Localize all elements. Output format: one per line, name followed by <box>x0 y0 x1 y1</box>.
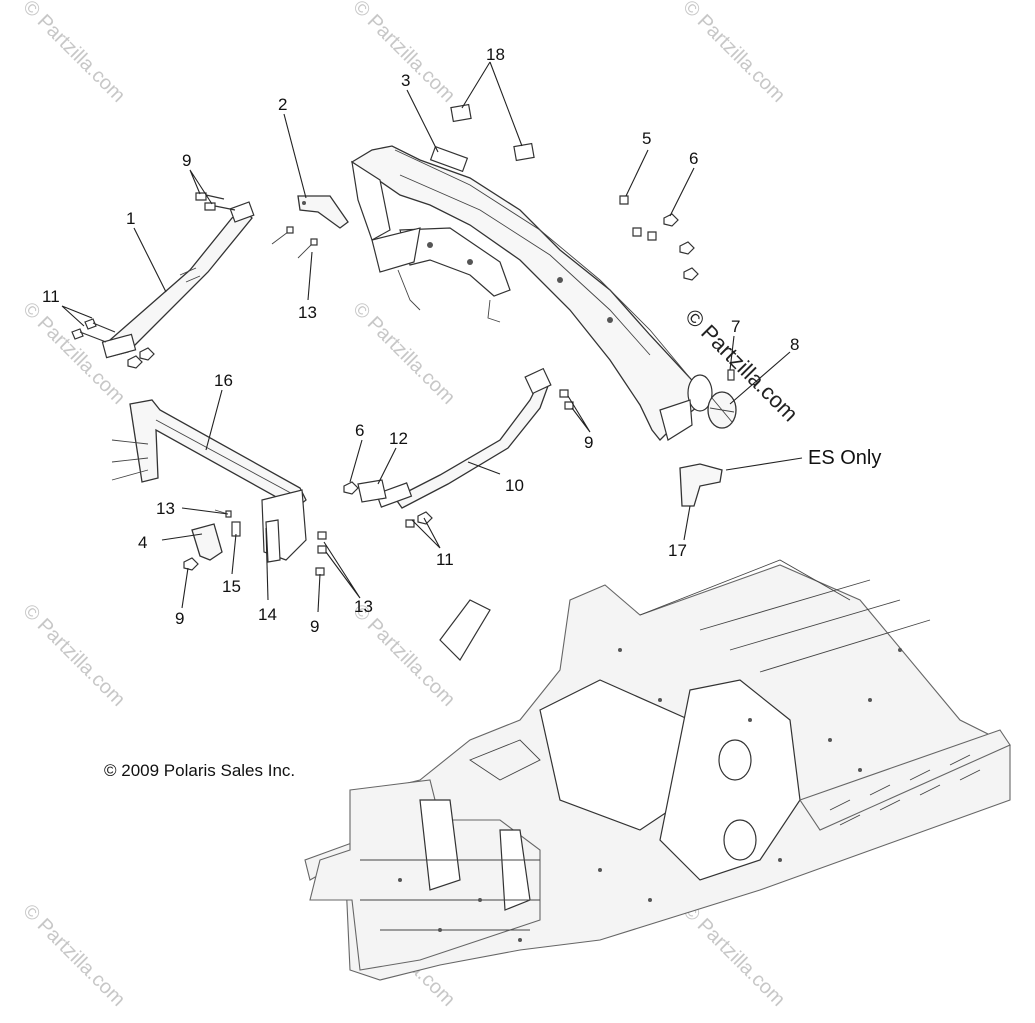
callout-14: 14 <box>258 605 277 624</box>
bolts-9-right <box>559 389 574 410</box>
bolts-11-upper <box>71 318 155 369</box>
es-only-label: ES Only <box>808 447 881 469</box>
bolts-5 <box>619 195 657 241</box>
watermark: © Partzilla.com <box>678 900 789 1011</box>
callout-9-right: 9 <box>584 433 593 452</box>
callout-6-upper: 6 <box>689 149 698 168</box>
part-7-8 <box>707 369 737 429</box>
bolts-9-upper <box>195 192 236 211</box>
callout-11-lower: 11 <box>436 550 454 569</box>
callout-13-right: 13 <box>354 597 373 616</box>
callout-2: 2 <box>278 95 287 114</box>
fasteners-lower-left <box>183 509 327 576</box>
callout-1: 1 <box>126 209 135 228</box>
callout-9-lower-left: 9 <box>175 609 184 628</box>
watermark: © Partzilla.com <box>348 600 459 711</box>
callout-18: 18 <box>486 45 505 64</box>
callout-8: 8 <box>790 335 799 354</box>
watermark: © Partzilla.com <box>18 0 129 107</box>
callout-3: 3 <box>401 71 410 90</box>
callout-4: 4 <box>138 533 147 552</box>
chassis-reference <box>304 559 1011 981</box>
part-14-plate <box>265 519 281 563</box>
callout-10: 10 <box>505 476 524 495</box>
watermark: © Partzilla.com <box>18 900 129 1011</box>
part-1-brace <box>101 201 255 359</box>
callout-9-lower-right: 9 <box>310 617 319 636</box>
part-3-frame <box>350 145 713 441</box>
bolts-11-lower <box>405 511 433 528</box>
watermark: © Partzilla.com <box>348 0 459 107</box>
callout-17: 17 <box>668 541 687 560</box>
callout-labels: 18 3 2 5 6 9 1 11 13 7 8 16 6 12 9 10 13… <box>42 45 881 780</box>
part-15-clip <box>231 521 241 537</box>
watermark: © Partzilla.com <box>18 600 129 711</box>
rivets-13-upper <box>271 226 318 259</box>
part-18-pads <box>450 103 535 162</box>
callout-11-upper: 11 <box>42 287 60 306</box>
callout-5: 5 <box>642 129 651 148</box>
copyright-text: © 2009 Polaris Sales Inc. <box>104 761 295 780</box>
nuts-6-lower <box>343 481 359 495</box>
part-10-brace <box>375 367 552 509</box>
part-12-plate <box>357 479 387 503</box>
part-4-bracket <box>191 523 223 561</box>
callout-6-lower: 6 <box>355 421 364 440</box>
callout-15: 15 <box>222 577 241 596</box>
callout-13-upper: 13 <box>298 303 317 322</box>
leader-lines <box>61 61 803 613</box>
callout-9-upper: 9 <box>182 151 191 170</box>
callout-16: 16 <box>214 371 233 390</box>
part-17-bracket <box>679 463 723 507</box>
callout-12: 12 <box>389 429 408 448</box>
callout-13-left: 13 <box>156 499 175 518</box>
nuts-6-upper <box>663 213 699 281</box>
watermark: © Partzilla.com <box>678 0 789 107</box>
callout-7: 7 <box>731 317 740 336</box>
watermark: © Partzilla.com <box>348 298 459 409</box>
part-2-bracket <box>297 195 349 229</box>
